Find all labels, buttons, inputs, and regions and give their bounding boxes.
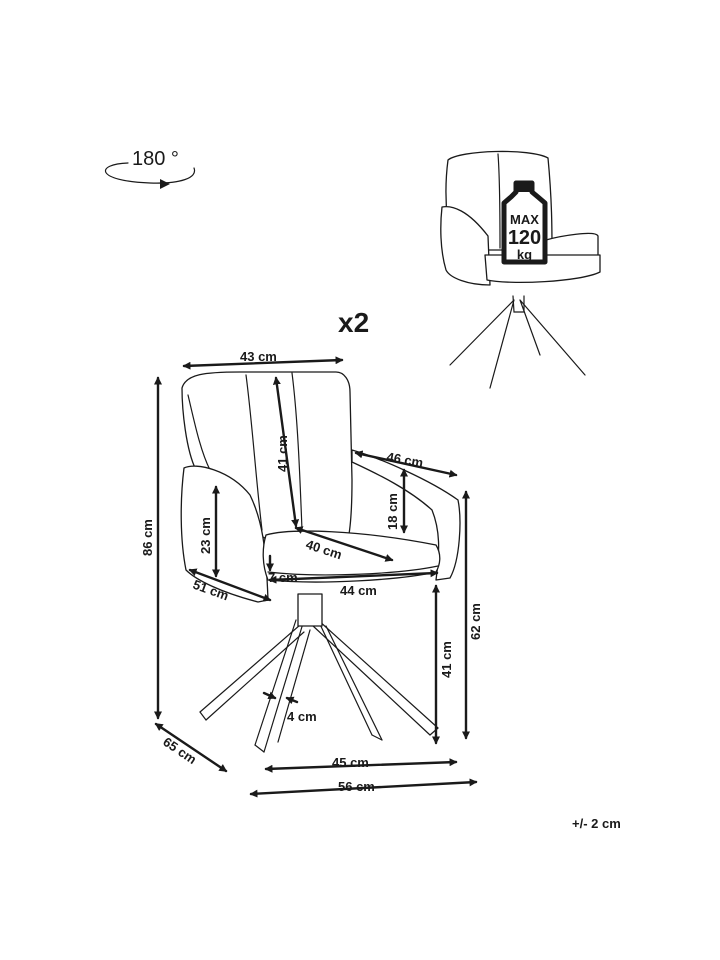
dim-back-width: 43 cm	[240, 349, 277, 364]
dim-arm-side-height: 23 cm	[198, 517, 213, 554]
dimension-arrows	[154, 356, 478, 798]
dim-base-width: 45 cm	[332, 755, 369, 770]
quantity-label: x2	[338, 307, 369, 338]
max-load-icon	[501, 180, 548, 265]
rotation-icon	[104, 162, 196, 189]
badge-unit: kg	[517, 247, 532, 262]
main-chair-illustration	[180, 371, 461, 753]
dim-back-height: 41 cm	[275, 435, 290, 472]
dim-arm-floor-height: 62 cm	[468, 603, 483, 640]
dim-arm-depth: 46 cm	[385, 449, 424, 470]
tolerance-note: +/- 2 cm	[572, 816, 621, 831]
rotation-label: 180 °	[132, 148, 179, 170]
dim-leg-size: 4 cm	[287, 709, 317, 724]
dim-seat-width: 44 cm	[340, 583, 377, 598]
dim-arm-height: 18 cm	[385, 493, 400, 530]
badge-value: 120	[508, 227, 541, 249]
dim-seat-thickness: 7 cm	[268, 570, 298, 585]
dim-total-width: 56 cm	[338, 779, 375, 794]
dim-seat-height: 41 cm	[439, 641, 454, 678]
badge-max: MAX	[510, 212, 539, 227]
dim-total-height: 86 cm	[140, 519, 155, 556]
